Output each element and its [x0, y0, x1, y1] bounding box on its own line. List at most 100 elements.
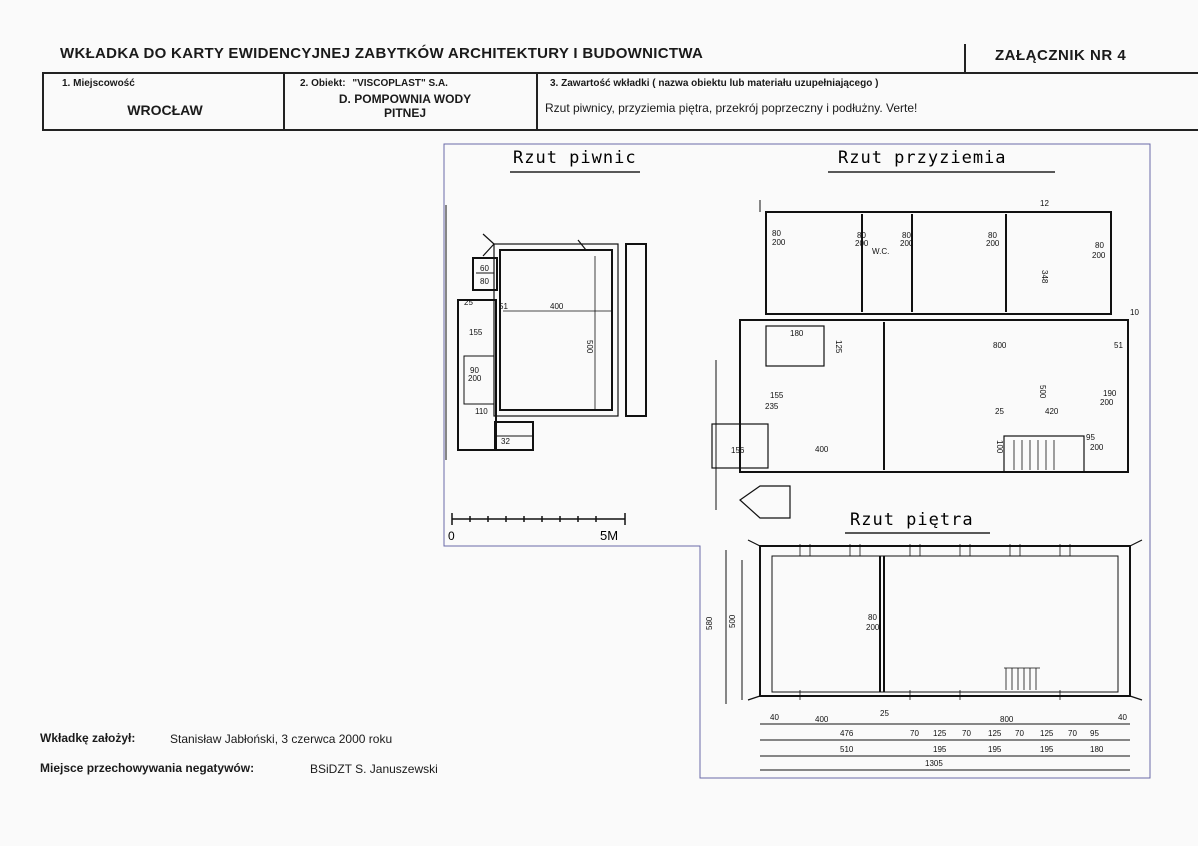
svg-text:580: 580 [705, 616, 714, 630]
svg-text:235: 235 [765, 402, 779, 411]
floor-stairs [1004, 667, 1040, 690]
svg-text:70: 70 [910, 729, 919, 738]
basement-plan [445, 205, 647, 460]
svg-text:40: 40 [770, 713, 779, 722]
svg-text:195: 195 [933, 745, 947, 754]
svg-text:400: 400 [550, 302, 564, 311]
svg-text:40: 40 [1118, 713, 1127, 722]
svg-text:51: 51 [499, 302, 508, 311]
object-owner: "VISCOPLAST" S.A. [352, 78, 448, 89]
founder-value: Stanisław Jabłoński, 3 czerwca 2000 roku [170, 732, 393, 746]
svg-text:156: 156 [731, 446, 745, 455]
svg-text:190: 190 [1103, 389, 1117, 398]
svg-text:25: 25 [880, 709, 889, 718]
fields-bottom-rule [42, 129, 1198, 131]
svg-text:90: 90 [470, 366, 479, 375]
svg-text:420: 420 [1045, 407, 1059, 416]
svg-text:400: 400 [815, 445, 829, 454]
title-floor: Rzut piętra [850, 510, 974, 530]
svg-text:80: 80 [988, 231, 997, 240]
svg-text:95: 95 [1090, 729, 1099, 738]
svg-text:70: 70 [1015, 729, 1024, 738]
header-divider [964, 44, 966, 72]
svg-text:70: 70 [1068, 729, 1077, 738]
svg-text:195: 195 [1040, 745, 1054, 754]
content-label: 3. Zawartość wkładki ( nazwa obiektu lub… [550, 78, 879, 89]
title-ground: Rzut przyziemia [838, 148, 1007, 168]
floor-windows [799, 544, 1071, 700]
svg-text:500: 500 [585, 340, 594, 354]
dim-total: 1305 [925, 759, 943, 768]
svg-text:70: 70 [962, 729, 971, 738]
document-title: WKŁADKA DO KARTY EWIDENCYJNEJ ZABYTKÓW A… [60, 45, 704, 62]
founder-label: Wkładkę założył: [40, 731, 136, 745]
object-label: 2. Obiekt: "VISCOPLAST" S.A. [300, 78, 448, 89]
svg-text:80: 80 [902, 231, 911, 240]
svg-text:348: 348 [1040, 270, 1049, 284]
svg-text:80: 80 [772, 229, 781, 238]
fields-left-border [42, 72, 44, 131]
svg-text:200: 200 [1090, 443, 1104, 452]
svg-text:200: 200 [772, 238, 786, 247]
svg-text:155: 155 [469, 328, 483, 337]
svg-text:60: 60 [480, 264, 489, 273]
svg-text:200: 200 [986, 239, 1000, 248]
svg-text:400: 400 [815, 715, 829, 724]
svg-text:800: 800 [993, 341, 1007, 350]
negatives-label: Miejsce przechowywania negatywów: [40, 761, 255, 775]
svg-text:200: 200 [1100, 398, 1114, 407]
svg-text:80: 80 [857, 231, 866, 240]
svg-text:125: 125 [834, 340, 843, 354]
svg-text:25: 25 [995, 407, 1004, 416]
locality-value: WROCŁAW [127, 102, 203, 118]
svg-text:510: 510 [840, 745, 854, 754]
svg-text:200: 200 [468, 374, 482, 383]
object-name-line2: PITNEJ [383, 106, 426, 120]
scale-bar [451, 513, 626, 525]
ground-plan [711, 200, 1129, 519]
svg-text:110: 110 [475, 407, 488, 416]
svg-text:80: 80 [868, 613, 877, 622]
floor-dim-lines [725, 550, 1130, 771]
negatives-value: BSiDZT S. Januszewski [310, 762, 438, 776]
title-basement: Rzut piwnic [513, 148, 637, 168]
svg-text:800: 800 [1000, 715, 1014, 724]
svg-text:80: 80 [480, 277, 489, 286]
svg-text:80: 80 [1095, 241, 1104, 250]
svg-text:200: 200 [855, 239, 869, 248]
svg-text:25: 25 [464, 298, 473, 307]
svg-text:12: 12 [1040, 199, 1049, 208]
svg-text:125: 125 [1040, 729, 1054, 738]
field-divider-2 [536, 72, 538, 131]
object-name: D. POMPOWNIA WODY PITNEJ [300, 92, 510, 120]
svg-text:125: 125 [933, 729, 947, 738]
svg-text:155: 155 [770, 391, 784, 400]
svg-text:95: 95 [1086, 433, 1095, 442]
svg-text:180: 180 [1090, 745, 1104, 754]
svg-text:100: 100 [995, 440, 1004, 454]
dim-row-2: 510 195 195 195 180 [840, 745, 1104, 754]
scale-end: 5M [600, 528, 618, 543]
scale-start: 0 [448, 529, 455, 543]
annex-label: ZAŁĄCZNIK NR 4 [995, 47, 1127, 64]
locality-label: 1. Miejscowość [62, 78, 135, 89]
svg-text:W.C.: W.C. [872, 247, 889, 256]
basement-dims: 400 500 155 90 200 60 80 25 51 110 32 [464, 264, 594, 446]
drawing-frame [443, 143, 1151, 779]
field-divider-1 [283, 72, 285, 131]
floor-plan [747, 539, 1143, 701]
svg-text:200: 200 [866, 623, 880, 632]
svg-text:195: 195 [988, 745, 1002, 754]
svg-text:476: 476 [840, 729, 854, 738]
object-name-line1: D. POMPOWNIA WODY [338, 92, 472, 106]
object-label-prefix: 2. Obiekt: [300, 78, 346, 89]
svg-text:32: 32 [501, 437, 510, 446]
svg-text:180: 180 [790, 329, 804, 338]
svg-text:200: 200 [900, 239, 914, 248]
ground-stairs [1013, 440, 1055, 470]
svg-text:51: 51 [1114, 341, 1123, 350]
